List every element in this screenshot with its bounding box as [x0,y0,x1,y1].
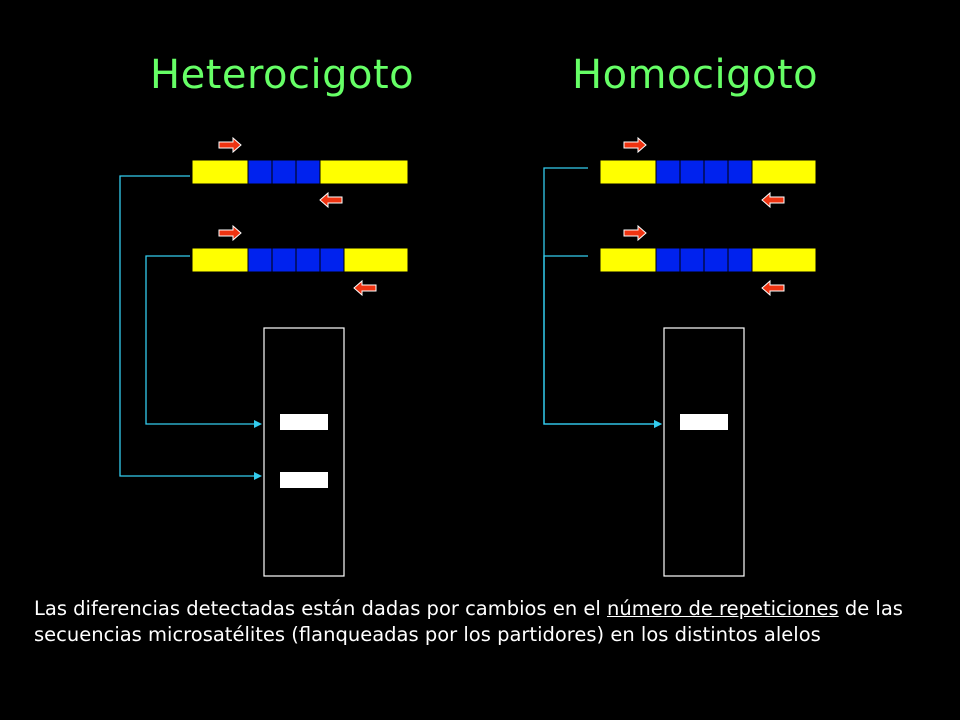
homozygote-allele-1-repeat-3 [703,159,729,185]
homozygote-title: Homocigoto [572,52,819,98]
heterozygote-forward-primer-arrow-1 [218,136,242,154]
homozygote-allele-1-repeat-1 [655,159,681,185]
heterozygote-connector-line-1 [119,175,254,477]
heterozygote-gel-band-2 [280,472,328,488]
heterozygote-allele-1-repeat-2 [271,159,297,185]
homozygote-gel-lane [663,327,745,577]
caption-text-start: Las diferencias detectadas están dadas p… [34,597,608,620]
heterozygote-forward-primer-arrow-2 [218,224,242,242]
homozygote-allele-2-repeat-2 [679,247,705,273]
homozygote-allele-2-repeat-3 [703,247,729,273]
heterozygote-allele-2-repeat-4 [319,247,345,273]
homozygote-forward-primer-arrow-1 [623,136,647,154]
caption: Las diferencias detectadas están dadas p… [34,596,914,648]
homozygote-reverse-primer-arrow-1 [761,191,785,209]
heterozygote-reverse-primer-arrow-2 [353,279,377,297]
homozygote-connector-line-2 [543,255,654,425]
heterozygote-allele-1-repeat-3 [295,159,321,185]
heterozygote-gel-lane [263,327,345,577]
homozygote-reverse-primer-arrow-2 [761,279,785,297]
homozygote-allele-1-repeat-2 [679,159,705,185]
homozygote-forward-primer-arrow-2 [623,224,647,242]
homozygote-allele-2-repeat-4 [727,247,753,273]
heterozygote-allele-2-repeat-3 [295,247,321,273]
caption-text-end: de las secuencias microsatélites (flanqu… [34,597,903,646]
heterozygote-allele-2-repeat-2 [271,247,297,273]
heterozygote-gel-band-1 [280,414,328,430]
heterozygote-connector-arrowhead-1 [254,472,262,480]
caption-underlined-text: número de repeticiones [607,597,839,620]
heterozygote-allele-1-repeat-1 [247,159,273,185]
homozygote-allele-2-repeat-1 [655,247,681,273]
homozygote-connector-arrowhead-2 [654,420,662,428]
heterozygote-reverse-primer-arrow-1 [319,191,343,209]
heterozygote-allele-2-repeat-1 [247,247,273,273]
heterozygote-title: Heterocigoto [150,52,415,98]
heterozygote-connector-arrowhead-2 [254,420,262,428]
homozygote-allele-1-repeat-4 [727,159,753,185]
homozygote-connector-line-1 [543,167,654,425]
homozygote-gel-band-1 [680,414,728,430]
heterozygote-connector-line-2 [145,255,254,425]
